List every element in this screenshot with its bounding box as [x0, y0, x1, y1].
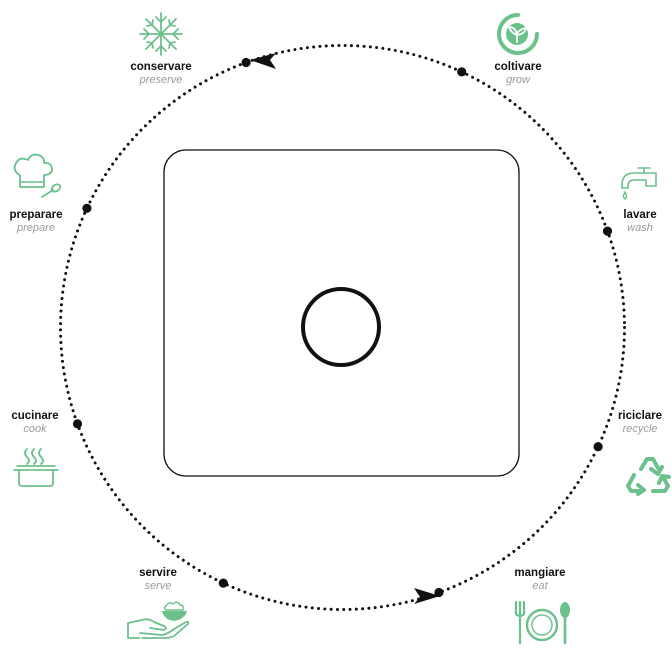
stage-label-preparare: preparare prepare	[0, 208, 72, 236]
snowflake-icon	[138, 11, 184, 57]
stage-name: riciclare	[617, 410, 663, 422]
stage-translation: preserve	[139, 74, 183, 87]
stage-translation: prepare	[17, 222, 55, 235]
node-riciclare	[593, 442, 603, 452]
stage-label-servire: servire serve	[118, 566, 198, 594]
faucet-icon	[620, 164, 662, 202]
direction-arrow-top	[250, 53, 276, 69]
node-cucinare	[72, 419, 83, 429]
node-conservare	[241, 57, 251, 68]
stage-label-lavare: lavare wash	[604, 208, 672, 236]
stage-translation: recycle	[622, 423, 658, 436]
stage-translation: grow	[506, 74, 530, 87]
stage-translation: wash	[627, 222, 653, 235]
fork-plate-spoon-icon	[513, 600, 573, 645]
node-coltivare	[457, 67, 467, 77]
stage-name: servire	[139, 567, 177, 579]
stage-translation: serve	[144, 580, 172, 593]
cycle-ring	[59, 44, 626, 611]
stage-name: conservare	[130, 61, 192, 73]
stage-name: mangiare	[514, 567, 566, 579]
direction-arrow-bottom	[414, 588, 440, 604]
sprout-leaf-icon	[495, 11, 541, 57]
stage-label-coltivare: coltivare grow	[478, 60, 558, 88]
node-servire	[218, 578, 228, 588]
stage-label-riciclare: riciclare recycle	[604, 409, 672, 437]
chef-hat-icon	[12, 153, 62, 203]
stage-label-mangiare: mangiare eat	[500, 566, 580, 594]
cooking-pot-icon	[13, 447, 59, 489]
node-lavare	[602, 226, 613, 236]
stage-name: cucinare	[11, 410, 59, 422]
center-frame	[163, 149, 520, 477]
stage-translation: cook	[23, 423, 47, 436]
node-preparare	[82, 203, 92, 213]
stage-name: coltivare	[494, 61, 542, 73]
recycle-icon	[625, 455, 671, 496]
stage-name: lavare	[623, 209, 657, 221]
node-mangiare	[434, 587, 444, 598]
stage-translation: eat	[532, 580, 548, 593]
stage-label-cucinare: cucinare cook	[0, 409, 70, 437]
stage-label-conservare: conservare preserve	[116, 60, 206, 88]
stage-name: preparare	[9, 209, 63, 221]
center-circle	[301, 287, 381, 367]
serving-hand-bowl-icon	[126, 600, 192, 640]
